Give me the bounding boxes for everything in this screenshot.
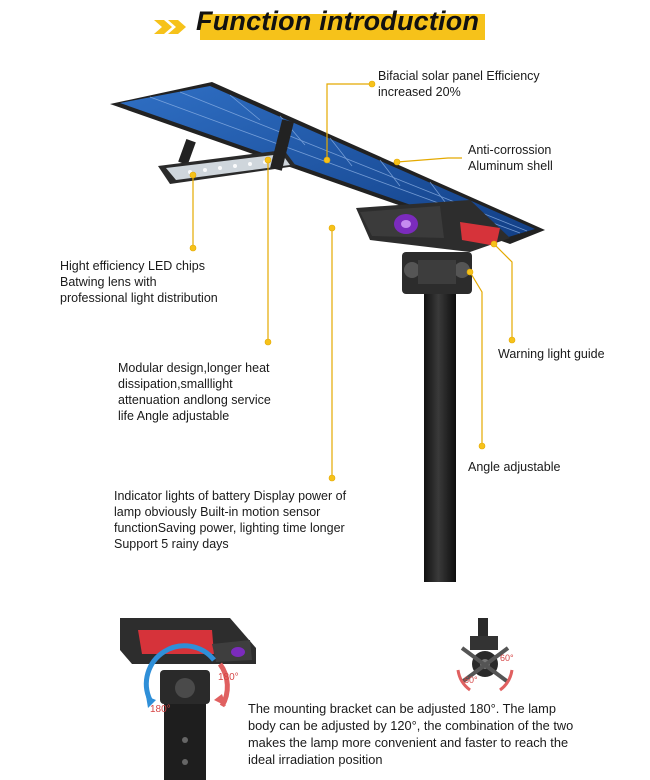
callout-warning-light: Warning light guide <box>498 347 605 361</box>
angle-label-right-b: 60° <box>500 653 514 663</box>
mount-bracket <box>402 252 472 294</box>
angle-label-right-a: 60° <box>464 675 478 685</box>
callout-modular-design: Modular design,longer heat dissipation,s… <box>118 361 271 423</box>
solar-street-light-illustration <box>110 80 545 582</box>
warning-light <box>460 222 500 246</box>
angle-label-top: 180° <box>218 672 239 683</box>
callout-angle-adjustable: Angle adjustable <box>468 460 561 474</box>
chevron-right-icon <box>154 20 186 34</box>
angle-label-left: 180° <box>150 704 171 715</box>
callout-aluminum-shell: Anti-corrossion Aluminum shell <box>468 143 553 173</box>
bracket-description: The mounting bracket can be adjusted 180… <box>248 701 574 767</box>
callout-led-chips: Hight efficiency LED chips Batwing lens … <box>60 259 218 305</box>
callout-indicator-lights: Indicator lights of battery Display powe… <box>114 489 347 551</box>
title-banner <box>200 14 485 40</box>
pole <box>424 282 456 582</box>
callout-solar-panel: Bifacial solar panel Efficiency increase… <box>378 69 540 99</box>
page-title: Function introduction <box>196 6 480 36</box>
